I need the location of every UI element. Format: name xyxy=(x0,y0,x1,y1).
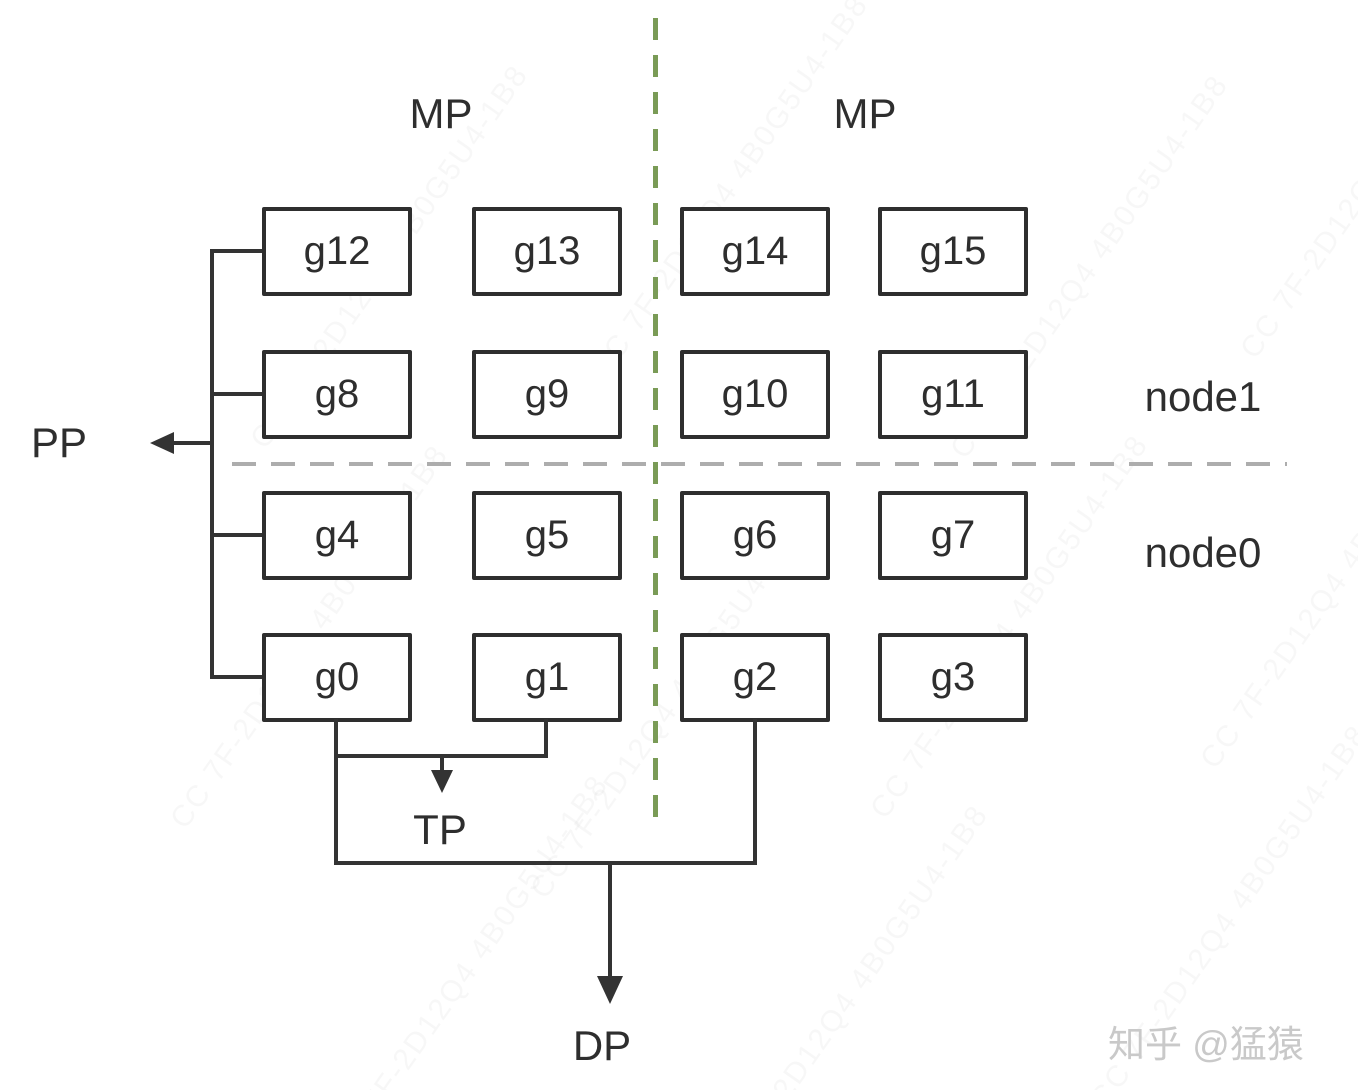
gpu-box-g0: g0 xyxy=(262,633,412,722)
gpu-box-g4: g4 xyxy=(262,491,412,580)
gpu-box-g2: g2 xyxy=(680,633,830,722)
gpu-box-g14: g14 xyxy=(680,207,830,296)
diagonal-watermark-text: CC 7F-2D12Q4 4B0G5U4-1B8 xyxy=(1234,0,1358,365)
dp-g2-stem-line xyxy=(753,719,757,865)
gpu-box-g10: g10 xyxy=(680,350,830,439)
tp-label: TP xyxy=(413,806,467,853)
gpu-box-g7: g7 xyxy=(878,491,1028,580)
pp-label: PP xyxy=(30,419,88,466)
diagonal-watermark-text: CC 7F-2D12Q4 4B0G5U4-1B8 xyxy=(1194,378,1358,775)
diagonal-watermark-text: CC 7F-2D12Q4 4B0G5U4-1B8 xyxy=(864,428,1155,825)
zhihu-credit-watermark: 知乎 @猛猿 xyxy=(1108,1024,1304,1065)
gpu-box-g12: g12 xyxy=(262,207,412,296)
tp-g1-stem-line xyxy=(544,719,548,758)
dp-arrow-stem-line xyxy=(608,863,612,978)
gpu-box-g3: g3 xyxy=(878,633,1028,722)
pp-stub-g8 xyxy=(210,392,264,396)
gpu-box-g6: g6 xyxy=(680,491,830,580)
gpu-box-g13: g13 xyxy=(472,207,622,296)
node-divider-dashed-line xyxy=(232,462,1287,466)
gpu-box-g9: g9 xyxy=(472,350,622,439)
tp-g0-stem-line xyxy=(334,719,338,865)
pp-arrow-line xyxy=(172,441,212,445)
pp-stub-g0 xyxy=(210,675,264,679)
node1-label: node1 xyxy=(1144,373,1262,420)
gpu-box-g15: g15 xyxy=(878,207,1028,296)
pp-arrowhead-icon xyxy=(150,432,174,454)
dp-label: DP xyxy=(572,1022,632,1069)
pp-bus-vertical-line xyxy=(210,249,214,679)
gpu-box-g5: g5 xyxy=(472,491,622,580)
diagonal-watermark-text: CC 7F-2D12Q4 4B0G5U4-1B8 xyxy=(704,798,995,1090)
pp-stub-g12 xyxy=(210,249,264,253)
node0-label: node0 xyxy=(1144,529,1262,576)
gpu-box-g1: g1 xyxy=(472,633,622,722)
tp-arrow-stem-line xyxy=(440,756,444,772)
dp-arrowhead-icon xyxy=(597,976,623,1004)
mp-label-right: MP xyxy=(833,90,897,137)
dp-horizontal-line xyxy=(334,861,757,865)
diagonal-watermark-text: CC 7F-2D12Q4 4B0G5U4-1B8 xyxy=(584,0,875,385)
gpu-box-g11: g11 xyxy=(878,350,1028,439)
gpu-box-g8: g8 xyxy=(262,350,412,439)
pp-stub-g4 xyxy=(210,533,264,537)
tp-arrowhead-icon xyxy=(431,770,453,793)
mp-label-left: MP xyxy=(409,90,473,137)
mp-group-divider-dashed-line xyxy=(653,18,658,824)
